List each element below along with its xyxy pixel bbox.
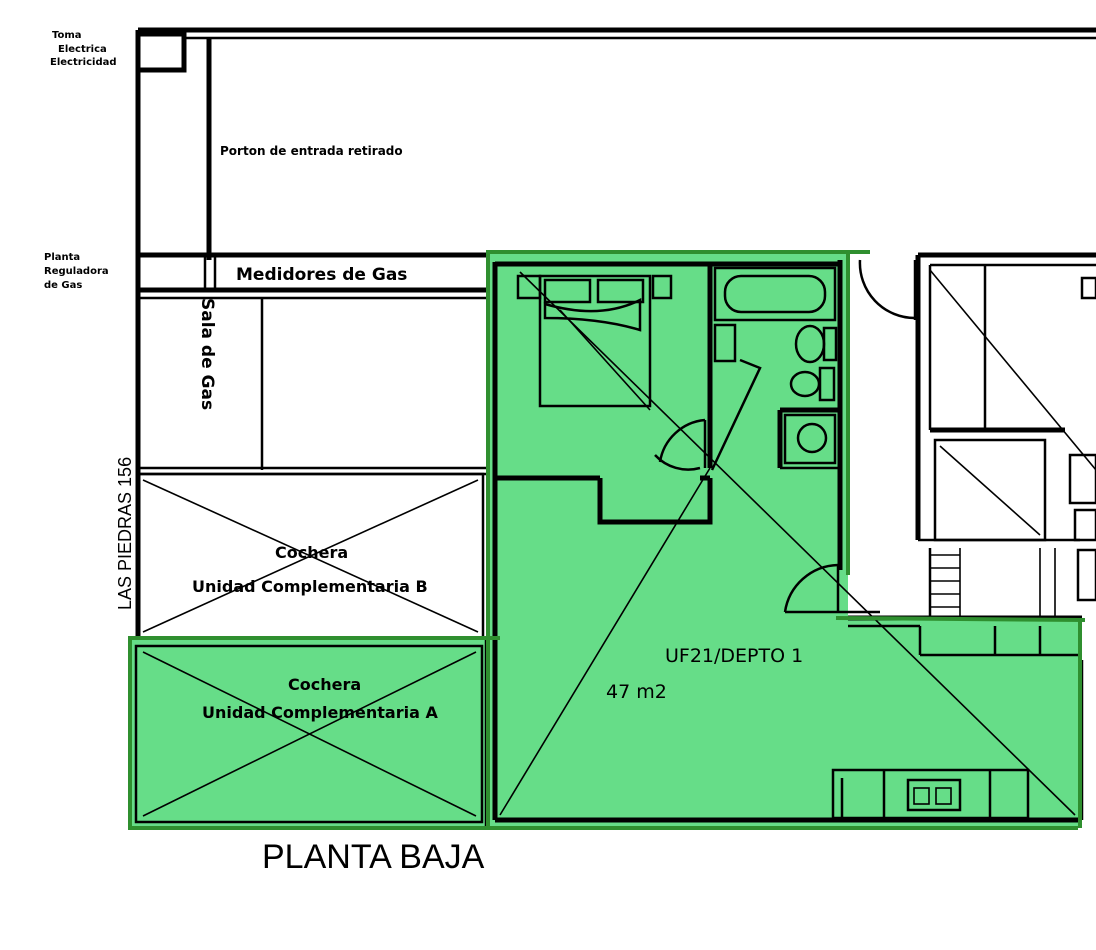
label-cochera-a-sub: Unidad Complementaria A bbox=[202, 703, 438, 722]
highlight-layer bbox=[130, 253, 1082, 830]
label-planta-2: Reguladora bbox=[44, 266, 109, 277]
label-porton: Porton de entrada retirado bbox=[220, 144, 403, 158]
highlight-edges bbox=[128, 250, 1086, 830]
bed bbox=[516, 274, 673, 408]
label-toma-1: Toma bbox=[52, 30, 82, 41]
label-street: LAS PIEDRAS 156 bbox=[115, 457, 135, 610]
label-unit-name: UF21/DEPTO 1 bbox=[665, 645, 803, 667]
label-floor-title: PLANTA BAJA bbox=[262, 838, 485, 876]
cochera-a-area[interactable] bbox=[130, 638, 498, 830]
label-planta-1: Planta bbox=[44, 252, 80, 263]
label-cochera-a-title: Cochera bbox=[288, 675, 361, 694]
label-cochera-b-sub: Unidad Complementaria B bbox=[192, 577, 428, 596]
label-cochera-b-title: Cochera bbox=[275, 543, 348, 562]
unit-uf21-area[interactable] bbox=[488, 253, 1082, 828]
label-toma-3: Electricidad bbox=[50, 57, 117, 68]
label-sala: Sala de Gas bbox=[197, 298, 217, 410]
label-medidores: Medidores de Gas bbox=[236, 265, 407, 285]
label-unit-area: 47 m2 bbox=[606, 681, 667, 703]
bathroom-fixtures bbox=[713, 266, 838, 465]
label-toma-2: Electrica bbox=[58, 44, 107, 55]
doors bbox=[654, 259, 917, 614]
labels: Toma Electrica Electricidad Porton de en… bbox=[44, 30, 803, 876]
label-planta-3: de Gas bbox=[44, 280, 82, 291]
